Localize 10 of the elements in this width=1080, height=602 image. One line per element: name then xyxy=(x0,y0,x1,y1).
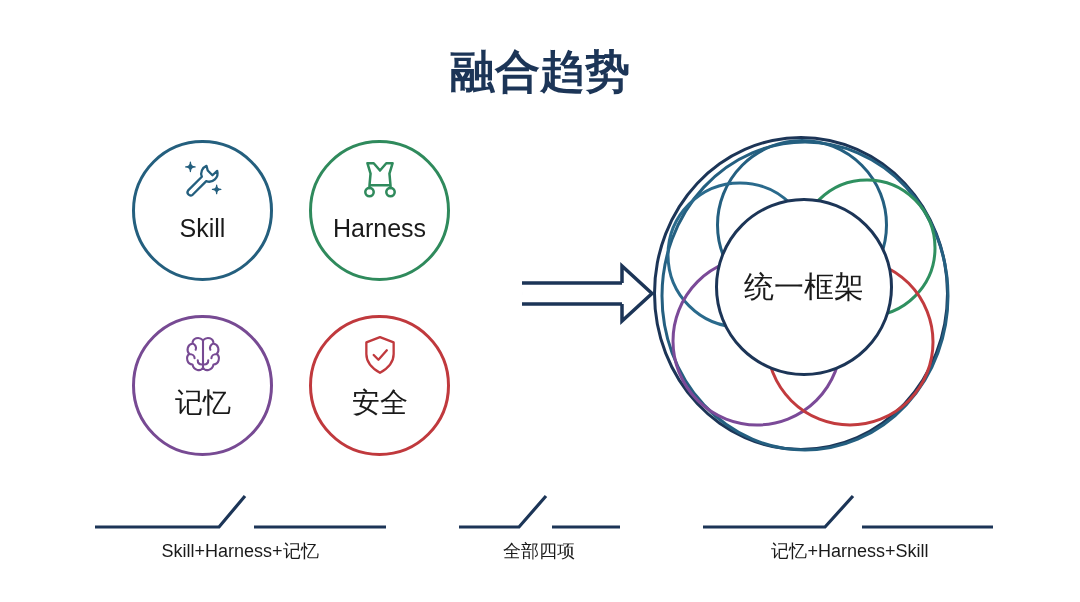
concept-label: 安全 xyxy=(351,387,408,419)
concept-label: Skill xyxy=(179,213,226,244)
center-label: 统一框架 xyxy=(743,270,864,303)
formula-text: 全部四项 xyxy=(503,540,575,562)
formula-text: 记忆+Harness+Skill xyxy=(771,540,929,562)
concept-label: Harness xyxy=(332,213,427,244)
hollow-arrow xyxy=(520,264,654,323)
diagram-title: 融合趋势 xyxy=(450,44,630,100)
formula-text: Skill+Harness+记忆 xyxy=(161,540,319,562)
concept-label: 记忆 xyxy=(174,387,231,419)
